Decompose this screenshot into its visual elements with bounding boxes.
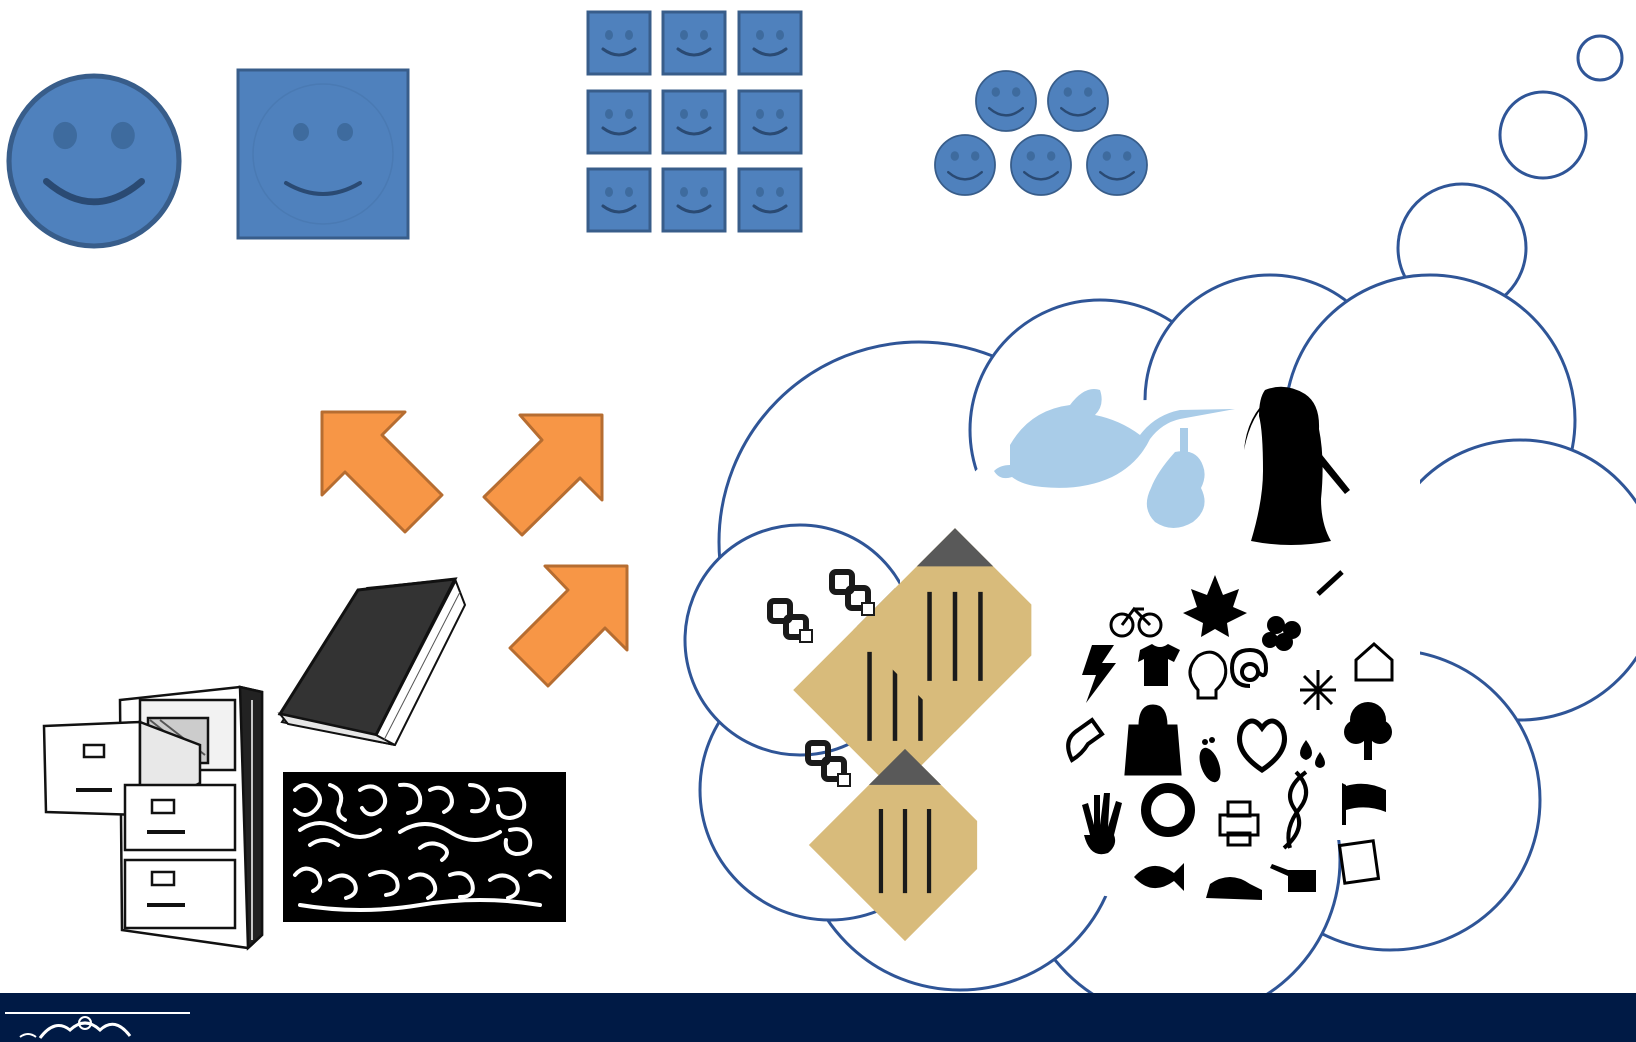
flag-icon bbox=[1342, 783, 1386, 825]
arrow-up-right-icon bbox=[508, 564, 629, 688]
recycle-heart-icon bbox=[1237, 718, 1287, 774]
dna-icon bbox=[1282, 770, 1308, 850]
footer-bar bbox=[0, 993, 1636, 1042]
ornament-pattern-icon bbox=[283, 772, 566, 922]
institution-logo-icon bbox=[5, 1012, 190, 1039]
sticky-notes-icon bbox=[770, 528, 1057, 941]
smiley-pyramid-icon bbox=[933, 69, 1149, 197]
lightning-icon bbox=[1082, 645, 1116, 703]
tshirt-icon bbox=[1138, 644, 1180, 686]
calculator-icon bbox=[1337, 839, 1381, 885]
stork-baby-icon bbox=[994, 389, 1235, 528]
bicycle-icon bbox=[1109, 606, 1163, 638]
tree-icon bbox=[1344, 702, 1392, 760]
footprint-icon bbox=[1199, 737, 1221, 783]
snowflake-icon bbox=[1300, 670, 1336, 710]
electric-car-icon bbox=[1206, 877, 1262, 900]
arrow-up-right-icon bbox=[482, 413, 604, 537]
watering-can-icon bbox=[1270, 864, 1316, 892]
lightbulb-icon bbox=[1188, 650, 1228, 700]
grim-reaper-icon bbox=[1244, 386, 1350, 545]
clover-icon bbox=[1262, 616, 1301, 651]
at-sign-icon bbox=[1229, 647, 1269, 688]
gear-icon bbox=[1141, 783, 1195, 837]
filing-cabinet-icon bbox=[42, 685, 264, 951]
arrow-up-left-icon bbox=[320, 410, 444, 534]
thought-bubbles bbox=[1396, 34, 1624, 314]
hand-icon bbox=[1082, 793, 1122, 855]
smiley-square-icon bbox=[236, 68, 410, 240]
printer-icon bbox=[1218, 800, 1260, 847]
eco-house-icon bbox=[1354, 641, 1394, 682]
pencil-icon bbox=[1316, 570, 1344, 596]
smiley-circle-icon bbox=[9, 76, 179, 246]
plug-icon bbox=[1066, 717, 1105, 763]
shopping-bag-icon bbox=[1124, 704, 1182, 776]
drops-icon bbox=[1300, 740, 1325, 768]
smiley-grid-icon bbox=[586, 10, 803, 233]
symbols-collage-icon bbox=[1066, 570, 1394, 900]
book-icon bbox=[277, 577, 467, 747]
maple-leaf-icon bbox=[1183, 575, 1247, 637]
fish-icon bbox=[1134, 863, 1184, 891]
